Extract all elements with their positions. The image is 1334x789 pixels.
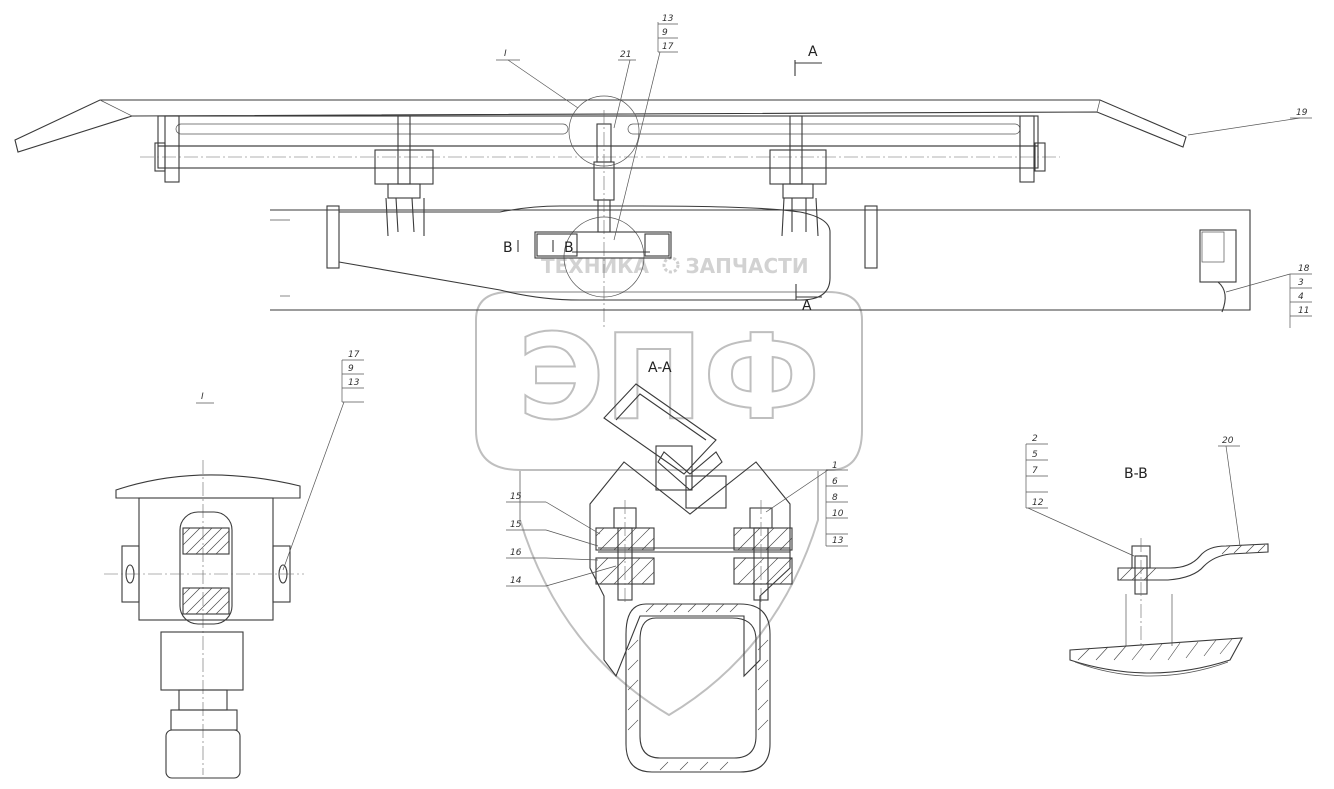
top-stack-3: 17	[662, 42, 674, 52]
section-aa-view: A-A	[506, 360, 848, 773]
section-aa-top-label: A	[808, 44, 818, 60]
top-callouts: I 21 13 9 17 19 18 3 4 11	[496, 14, 1312, 328]
detail-stack-3: 13	[348, 378, 360, 388]
callout-21: 21	[620, 50, 631, 60]
callout-20: 20	[1222, 436, 1234, 446]
main-frame-view	[14, 95, 1251, 328]
right-stack-3: 4	[1298, 292, 1304, 302]
right-stack-1: 18	[1298, 264, 1310, 274]
callout-14: 14	[510, 576, 522, 586]
top-stack-1: 13	[662, 14, 674, 24]
detail-i-title: I	[201, 392, 204, 402]
aa-right-stack-4: 10	[832, 509, 844, 519]
callout-16: 16	[510, 548, 522, 558]
bb-stack-2: 5	[1032, 450, 1038, 460]
callout-19: 19	[1296, 108, 1308, 118]
watermark-logo-text: ЭПФ	[518, 308, 820, 446]
bb-stack-1: 2	[1032, 434, 1038, 444]
detail-stack-1: 17	[348, 350, 360, 360]
section-bb-title: B-B	[1124, 466, 1148, 482]
right-stack-2: 3	[1298, 278, 1304, 288]
right-stack-4: 11	[1298, 306, 1309, 316]
section-bb-view: B-B 2 5 7 12 20	[1025, 434, 1269, 677]
aa-right-stack-1: 1	[832, 461, 838, 471]
bb-stack-4: 12	[1032, 498, 1044, 508]
detail-i-ref-label: I	[504, 49, 507, 59]
detail-stack-2: 9	[348, 364, 354, 374]
section-bb-right-label: B	[564, 240, 574, 256]
section-aa-bottom-label: A	[802, 298, 812, 314]
watermark-right-text: ЗАПЧАСТИ	[685, 254, 808, 278]
callout-15a: 15	[510, 492, 522, 502]
gear-icon	[662, 256, 680, 274]
watermark-logo: ЭПФ ТЕХНИКА ЗАПЧАСТИ	[475, 254, 863, 717]
section-bb-left-label: B	[503, 240, 513, 256]
aa-right-stack-5: 13	[832, 536, 844, 546]
bb-stack-3: 7	[1032, 466, 1038, 476]
detail-i-view: I 17 9 13	[104, 350, 364, 779]
aa-right-stack-3: 8	[832, 493, 838, 503]
aa-right-stack-2: 6	[832, 477, 838, 487]
section-aa-marks: A A B B	[503, 44, 822, 314]
section-aa-title: A-A	[648, 360, 672, 376]
top-stack-2: 9	[662, 28, 668, 38]
callout-15b: 15	[510, 520, 522, 530]
